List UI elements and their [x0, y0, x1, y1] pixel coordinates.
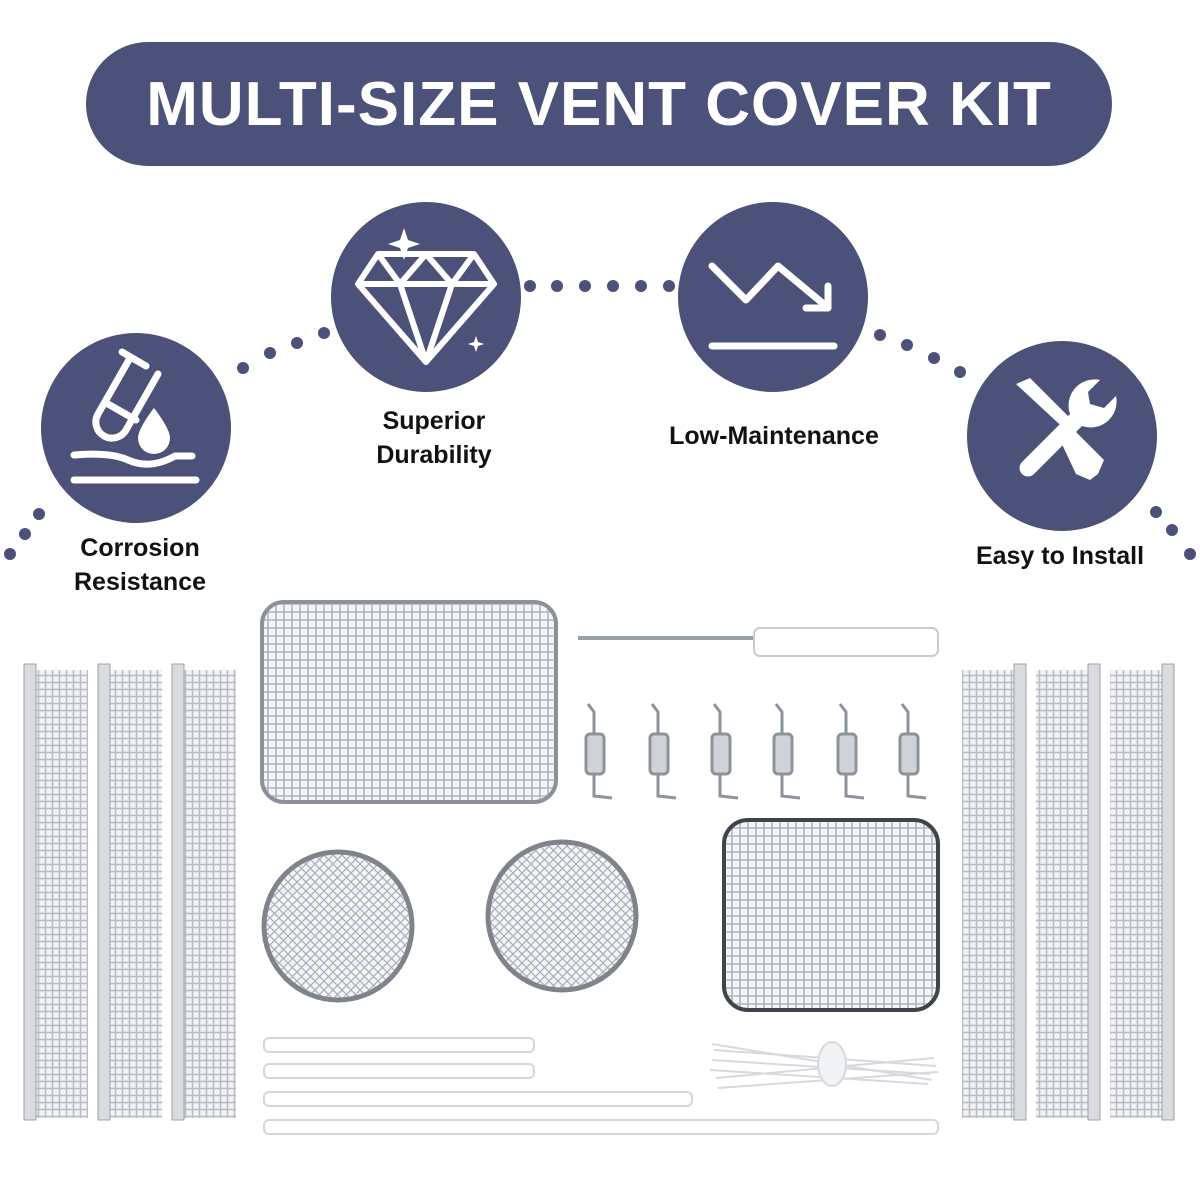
wrench-screwdriver-icon — [967, 341, 1157, 531]
springs — [584, 703, 927, 800]
banner-title: MULTI-SIZE VENT COVER KIT — [146, 69, 1052, 139]
diamond-icon — [331, 202, 521, 392]
trend-down-icon — [678, 202, 868, 392]
feature-label-maintenance: Low-Maintenance — [669, 422, 879, 450]
right-mesh-strips — [962, 663, 1175, 1121]
white-rods — [263, 1037, 939, 1135]
dotted-arc — [4, 280, 1196, 560]
test-tube-drop-icon — [41, 333, 231, 523]
left-mesh-strips — [23, 663, 236, 1121]
cable-ties — [709, 1041, 939, 1089]
title-banner: MULTI-SIZE VENT COVER KIT — [86, 42, 1112, 166]
feature-label-install: Easy to Install — [975, 542, 1145, 570]
round-mesh-covers — [261, 839, 639, 1003]
rect-mesh-cover-small — [722, 818, 940, 1012]
install-tool — [578, 627, 939, 657]
rect-mesh-cover-large — [260, 600, 558, 804]
